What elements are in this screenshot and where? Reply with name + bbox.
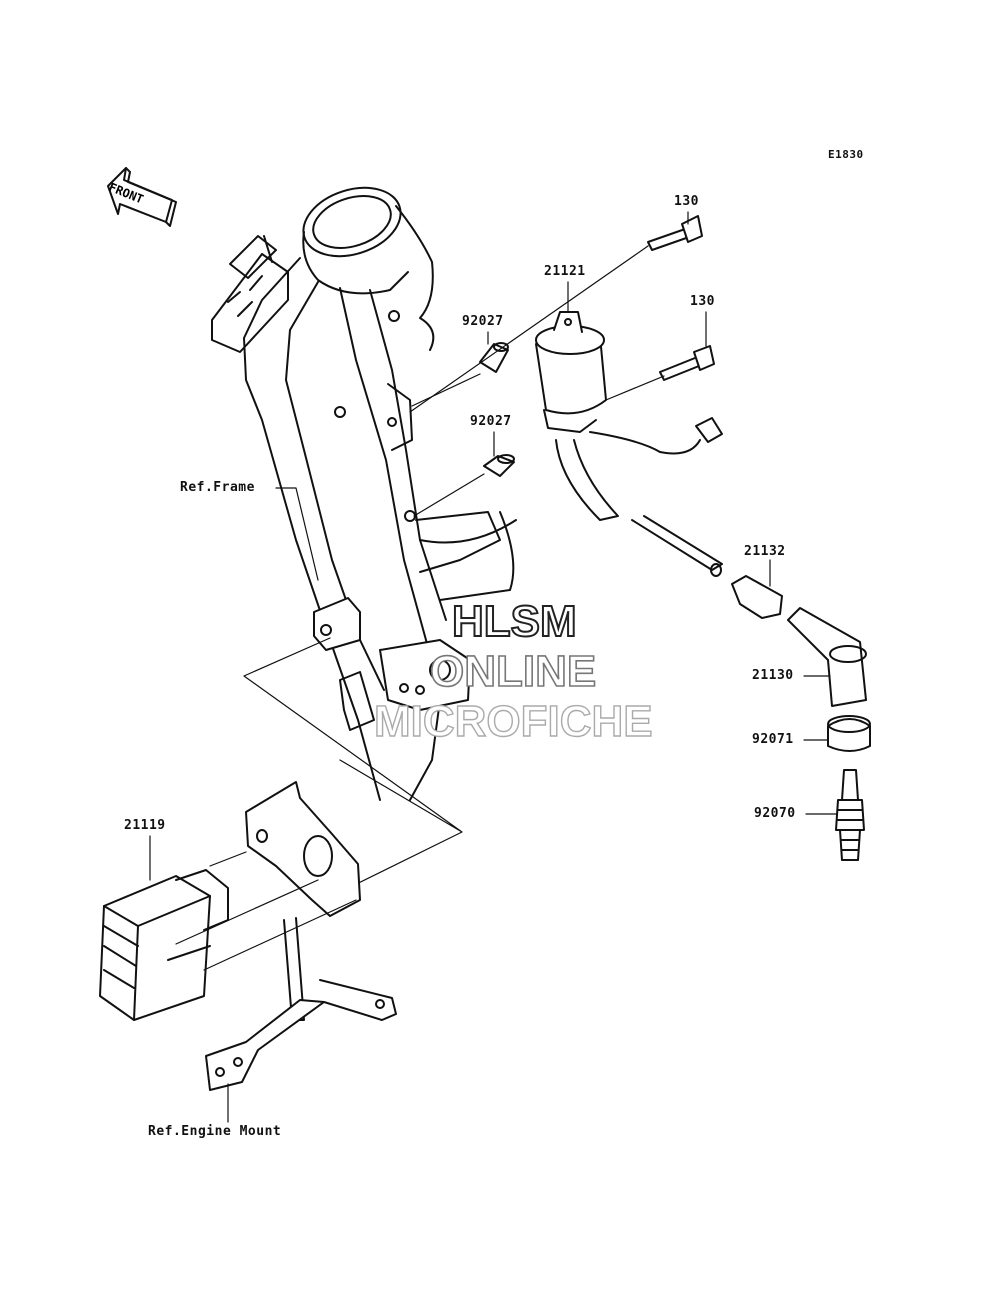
watermark-line-1: HLSM <box>451 597 578 646</box>
cap-21132-illustration <box>731 575 783 619</box>
spark-plug-92070-illustration <box>835 769 865 861</box>
part-label-92027-lower[interactable]: 92027 <box>470 414 512 429</box>
cdi-unit-illustration <box>99 869 229 1021</box>
seal-92071-illustration <box>827 715 871 752</box>
plug-cap-21130-illustration <box>787 607 867 707</box>
watermark-line-2: ONLINE <box>429 647 597 696</box>
bolt-130-lower-illustration <box>659 345 715 381</box>
bolt-130-upper-illustration <box>647 215 703 251</box>
ignition-coil-illustration <box>535 311 723 577</box>
collar-92027-upper-illustration <box>479 342 509 373</box>
diagram-code: E1830 <box>828 148 864 161</box>
part-label-92027-upper[interactable]: 92027 <box>462 314 504 329</box>
part-label-92070[interactable]: 92070 <box>754 806 796 821</box>
part-label-92071[interactable]: 92071 <box>752 732 794 747</box>
part-label-21119[interactable]: 21119 <box>124 818 166 833</box>
part-label-130-lower[interactable]: 130 <box>690 294 715 309</box>
part-label-ref-engine-mount[interactable]: Ref.Engine Mount <box>148 1124 282 1139</box>
mount-reference-outline <box>243 637 463 901</box>
engine-mount-bracket-illustration <box>205 781 397 1091</box>
part-label-21132[interactable]: 21132 <box>744 544 786 559</box>
frame-illustration <box>211 186 517 801</box>
part-label-ref-frame[interactable]: Ref.Frame <box>180 480 255 495</box>
part-label-21130[interactable]: 21130 <box>752 668 794 683</box>
front-arrow-icon <box>107 167 177 227</box>
part-label-21121[interactable]: 21121 <box>544 264 586 279</box>
part-label-130-upper[interactable]: 130 <box>674 194 699 209</box>
collar-92027-lower-illustration <box>483 454 515 477</box>
watermark-line-3: MICROFICHE <box>373 697 653 746</box>
leader-lines <box>149 211 837 1123</box>
